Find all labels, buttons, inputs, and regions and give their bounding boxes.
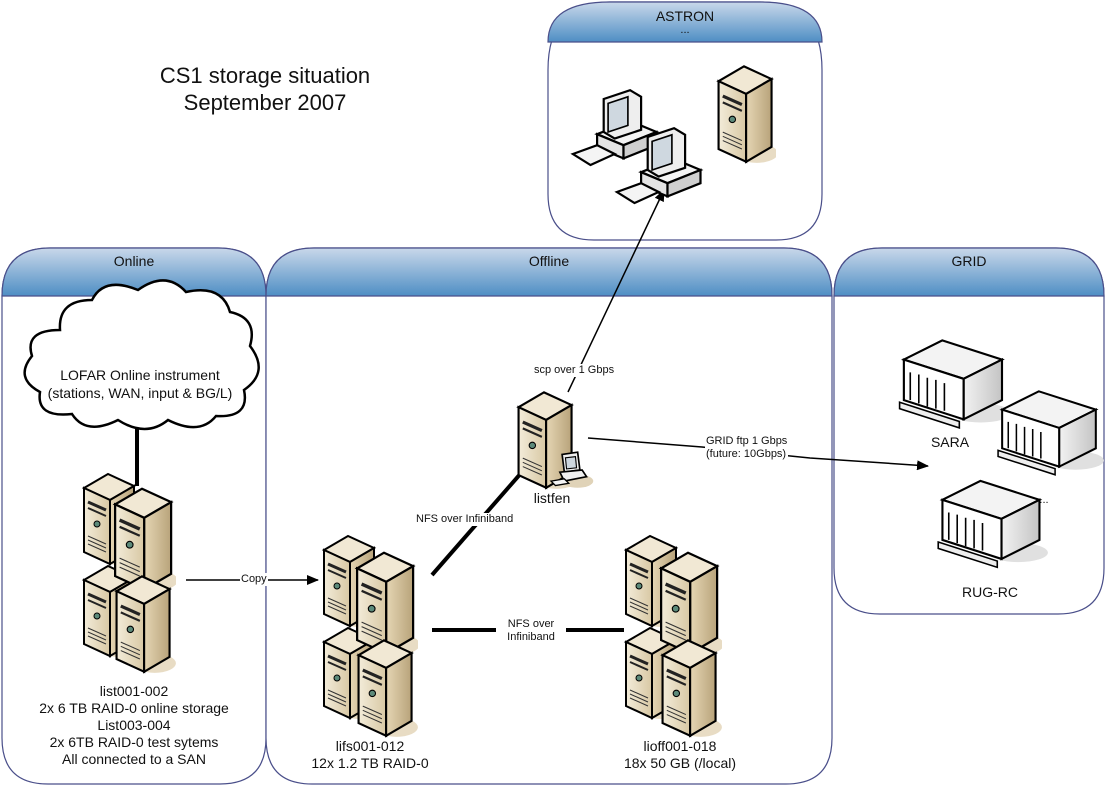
lifs-label-line-1: lifs001-012: [335, 738, 405, 754]
lifs-label: lifs001-012 12x 1.2 TB RAID-0: [290, 738, 450, 772]
list-label-line: List003-004: [97, 717, 171, 733]
swimlane-online-title: Online: [113, 253, 155, 269]
list-label-line: list001-002: [99, 683, 169, 699]
swimlane-astron: [547, 1, 823, 241]
list-label-line: All connected to a SAN: [62, 751, 206, 767]
lifs-label-line-2: 12x 1.2 TB RAID-0: [311, 755, 429, 771]
swimlane-grid-title: GRID: [951, 253, 987, 269]
edge-nfs-lioff-line-1: NFS over: [507, 618, 555, 630]
swimlane-astron-subtitle: ...: [680, 24, 690, 37]
swimlane-offline-title: Offline: [528, 253, 570, 269]
edge-copy-label: Copy: [240, 573, 268, 586]
rugrc-label: RUG-RC: [962, 584, 1018, 600]
list-label-line: 2x 6 TB RAID-0 online storage: [39, 700, 229, 716]
sara-label: SARA: [930, 434, 970, 450]
swimlane-astron-label: ASTRON: [655, 8, 715, 24]
title-line-2: September 2007: [183, 90, 347, 115]
server-tower-icon: [716, 64, 776, 165]
lioff-label-line-2: 18x 50 GB (/local): [623, 755, 737, 771]
grid-more-label: ...: [1039, 494, 1049, 506]
lofar-cloud-line-2: (stations, WAN, input & BG/L): [47, 385, 233, 401]
title-line-1: CS1 storage situation: [159, 63, 371, 88]
edge-gridftp-line-1: GRID ftp 1 Gbps: [706, 435, 788, 447]
lofar-cloud-label: LOFAR Online instrument (stations, WAN, …: [20, 366, 260, 402]
server-cluster-icon-lifs: [322, 534, 418, 739]
edge-gridftp-label: GRID ftp 1 Gbps (future: 10Gbps): [705, 435, 789, 461]
server-cluster-icon-lioff: [624, 534, 722, 739]
server-cluster-icon-list: [82, 472, 176, 675]
page-title: CS1 storage situation September 2007: [120, 62, 410, 116]
swimlane-astron-title: ASTRON ...: [548, 8, 822, 37]
edge-nfs-lioff-label: NFS over Infiniband: [496, 618, 566, 644]
lioff-label-line-1: lioff001-018: [643, 738, 717, 754]
edge-scp-label: scp over 1 Gbps: [533, 364, 616, 377]
lofar-cloud-line-1: LOFAR Online instrument: [60, 367, 220, 383]
edge-gridftp-line-2: (future: 10Gbps): [706, 448, 787, 460]
list-label-line: 2x 6TB RAID-0 test sytems: [49, 734, 219, 750]
cloud-icon: [23, 279, 260, 431]
listfen-label: listfen: [533, 490, 571, 506]
edge-nfs-lioff-line-2: Infiniband: [507, 631, 555, 643]
lioff-label: lioff001-018 18x 50 GB (/local): [600, 738, 760, 772]
edge-nfs-listfen-label: NFS over Infiniband: [415, 513, 515, 526]
edge-scp: [567, 189, 665, 393]
list-label: list001-002 2x 6 TB RAID-0 online storag…: [2, 683, 266, 768]
